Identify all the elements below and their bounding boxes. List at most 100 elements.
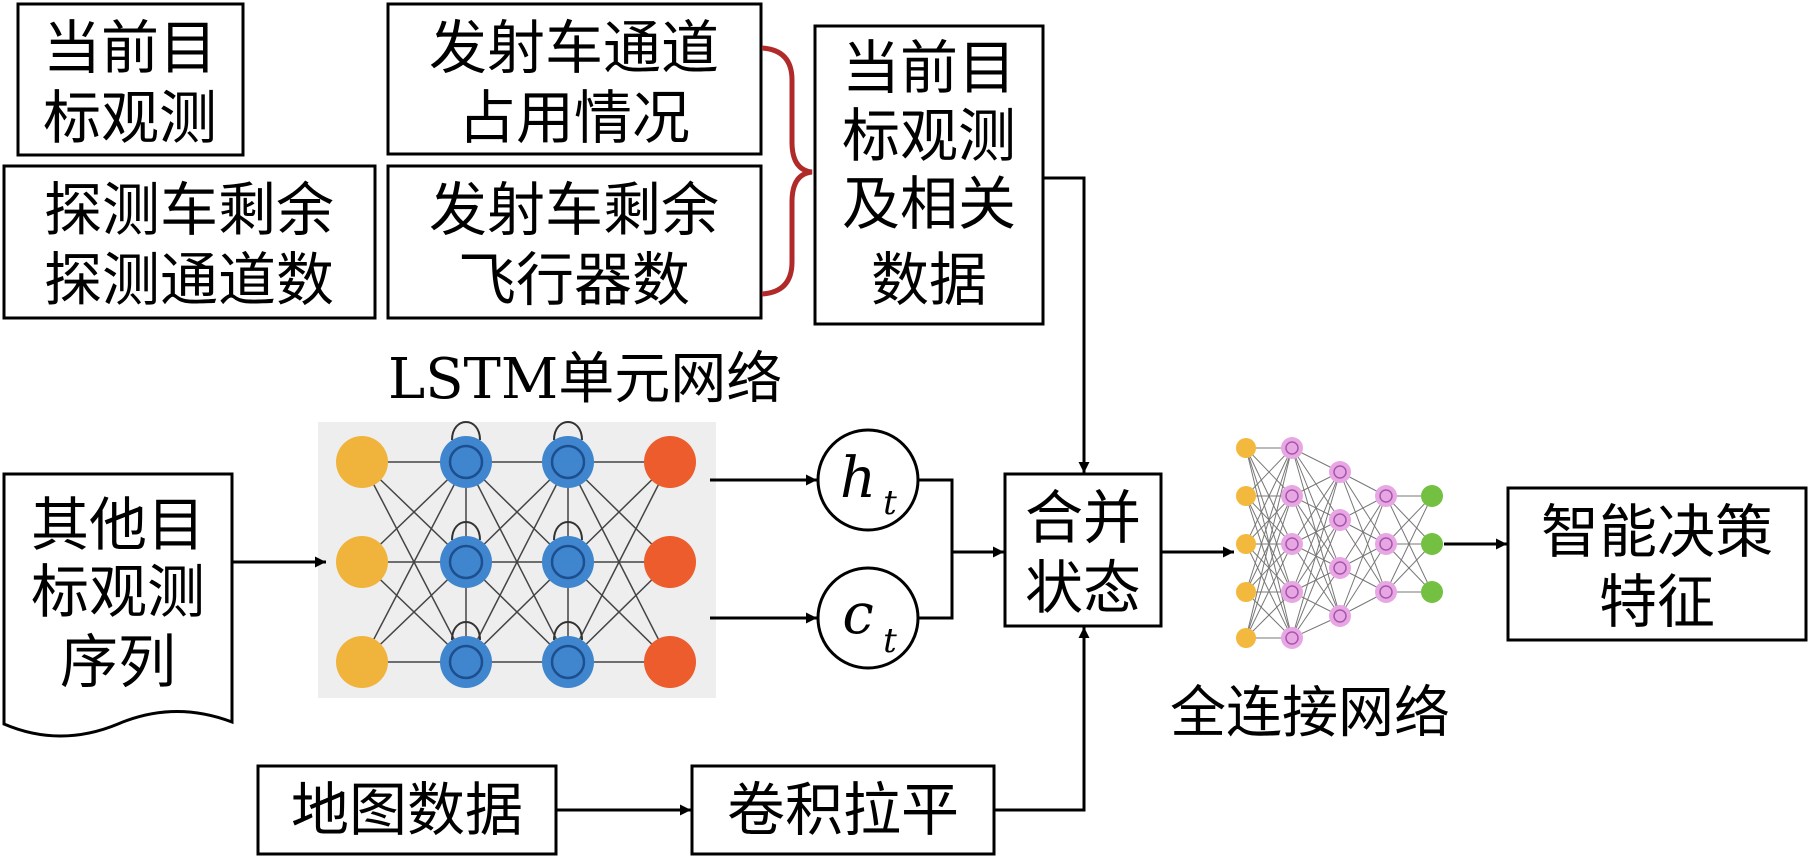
other-observation-sequence-box: 其他目 标观测 序列 xyxy=(2,472,234,738)
cell-state-subscript: t xyxy=(883,621,897,661)
fc-input-node xyxy=(1236,534,1256,554)
launcher-remaining-aircraft-box: 发射车剩余 飞行器数 xyxy=(386,164,763,320)
conv-flatten-label: 卷积拉平 xyxy=(727,776,959,844)
lstm-output-node xyxy=(644,436,696,488)
lstm-recurrent-loop xyxy=(451,521,481,541)
lstm-connection xyxy=(361,461,467,663)
current-observation-related-line4: 数据 xyxy=(871,246,987,314)
lstm-hidden-node-ring xyxy=(550,544,586,580)
launcher-remaining-aircraft-line2: 飞行器数 xyxy=(458,246,690,314)
fc-connection xyxy=(1339,543,1387,617)
lstm-recurrent-loop xyxy=(451,621,481,641)
lstm-nodes xyxy=(336,436,696,688)
grouping-brace xyxy=(761,45,813,297)
merge-state-line2: 状态 xyxy=(1025,554,1141,622)
lstm-recurrent-loop xyxy=(553,521,583,541)
fc-hidden-node xyxy=(1281,485,1303,507)
cell-state-node: c t xyxy=(816,566,920,670)
current-observation-related-box: 当前目 标观测 及相关 数据 xyxy=(813,24,1045,326)
fc-connection xyxy=(1245,447,1293,545)
fc-hidden-node xyxy=(1281,533,1303,555)
current-observation-related-line2: 标观测 xyxy=(842,102,1016,170)
fc-hidden-node-ring xyxy=(1379,537,1393,551)
decision-features-line1: 智能决策 xyxy=(1541,498,1773,566)
current-observation-box: 当前目 标观测 xyxy=(16,2,245,157)
fc-connection xyxy=(1291,471,1341,639)
lstm-recurrent-loop xyxy=(553,421,583,441)
fc-connection xyxy=(1339,495,1387,617)
fc-output-node xyxy=(1421,485,1443,507)
arrow-related-to-merge xyxy=(1043,176,1090,473)
fc-hidden-node-ring xyxy=(1379,489,1393,503)
merge-state-line1: 合并 xyxy=(1025,484,1141,552)
fc-connection xyxy=(1291,519,1341,639)
fc-hidden-node-ring xyxy=(1285,441,1299,455)
fc-connection xyxy=(1291,471,1341,593)
map-data-box: 地图数据 xyxy=(256,764,558,856)
probe-remaining-channels-box: 探测车剩余 探测通道数 xyxy=(2,164,377,320)
fc-hidden-node-ring xyxy=(1285,489,1299,503)
fc-hidden-node-ring xyxy=(1285,585,1299,599)
fc-hidden-node xyxy=(1375,533,1397,555)
lstm-recurrent-loop xyxy=(553,621,583,641)
probe-remaining-channels-line2: 探测通道数 xyxy=(44,246,334,314)
fc-hidden-node-ring xyxy=(1285,537,1299,551)
fc-input-node xyxy=(1236,486,1256,506)
fc-connection xyxy=(1291,567,1341,639)
current-observation-line1: 当前目 xyxy=(43,14,217,82)
fc-connection xyxy=(1245,447,1293,497)
cell-state-symbol: c xyxy=(842,582,873,647)
fc-hidden-node xyxy=(1281,581,1303,603)
lstm-hidden-node-ring xyxy=(550,644,586,680)
fc-connection xyxy=(1245,447,1293,639)
lstm-hidden-node xyxy=(440,436,492,488)
arrow-conv-to-merge xyxy=(994,627,1090,812)
fc-hidden-node xyxy=(1329,509,1351,531)
lstm-output-node xyxy=(644,636,696,688)
lstm-hidden-node-ring xyxy=(448,444,484,480)
launcher-channel-occupancy-line1: 发射车通道 xyxy=(429,14,719,82)
decision-features-box: 智能决策 特征 xyxy=(1506,486,1808,642)
lstm-recurrent-loop xyxy=(451,421,481,441)
fc-hidden-node-ring xyxy=(1379,585,1393,599)
fc-hidden-node-ring xyxy=(1333,561,1347,575)
fc-connection xyxy=(1339,495,1387,569)
other-observation-sequence-line3: 序列 xyxy=(60,628,176,696)
fc-connection xyxy=(1291,471,1341,545)
fc-hidden-node xyxy=(1329,557,1351,579)
lstm-input-node xyxy=(336,536,388,588)
hidden-state-node: h t xyxy=(816,428,920,532)
fc-input-node xyxy=(1236,582,1256,602)
lstm-network-illustration xyxy=(318,421,716,698)
fc-connection xyxy=(1245,495,1293,639)
fc-hidden-node-ring xyxy=(1333,513,1347,527)
fc-nodes xyxy=(1236,437,1443,649)
lstm-hidden-node xyxy=(440,636,492,688)
fc-hidden-node xyxy=(1329,605,1351,627)
lstm-network-label: LSTM单元网络 xyxy=(388,347,782,412)
decision-features-line2: 特征 xyxy=(1599,568,1715,636)
other-observation-sequence-line2: 标观测 xyxy=(31,558,205,626)
fc-hidden-node-ring xyxy=(1333,609,1347,623)
fc-connection xyxy=(1245,447,1293,593)
launcher-remaining-aircraft-line1: 发射车剩余 xyxy=(429,176,719,244)
lstm-hidden-node-ring xyxy=(448,644,484,680)
probe-remaining-channels-line1: 探测车剩余 xyxy=(44,176,334,244)
connectors xyxy=(232,176,1507,816)
hidden-state-subscript: t xyxy=(883,483,897,523)
fc-hidden-node xyxy=(1375,581,1397,603)
lstm-hidden-node-ring xyxy=(550,444,586,480)
lstm-hidden-node xyxy=(542,436,594,488)
fc-input-node xyxy=(1236,628,1256,648)
fully-connected-network-illustration xyxy=(1236,437,1443,649)
other-observation-sequence-line1: 其他目 xyxy=(31,491,205,559)
fc-hidden-node xyxy=(1375,485,1397,507)
fc-connection xyxy=(1385,495,1433,593)
merge-state-box: 合并 状态 xyxy=(1003,472,1163,628)
fc-connection xyxy=(1245,543,1293,639)
fc-connection xyxy=(1385,495,1433,545)
fc-input-node xyxy=(1236,438,1256,458)
current-observation-line2: 标观测 xyxy=(43,84,217,152)
hidden-state-symbol: h xyxy=(840,446,876,511)
